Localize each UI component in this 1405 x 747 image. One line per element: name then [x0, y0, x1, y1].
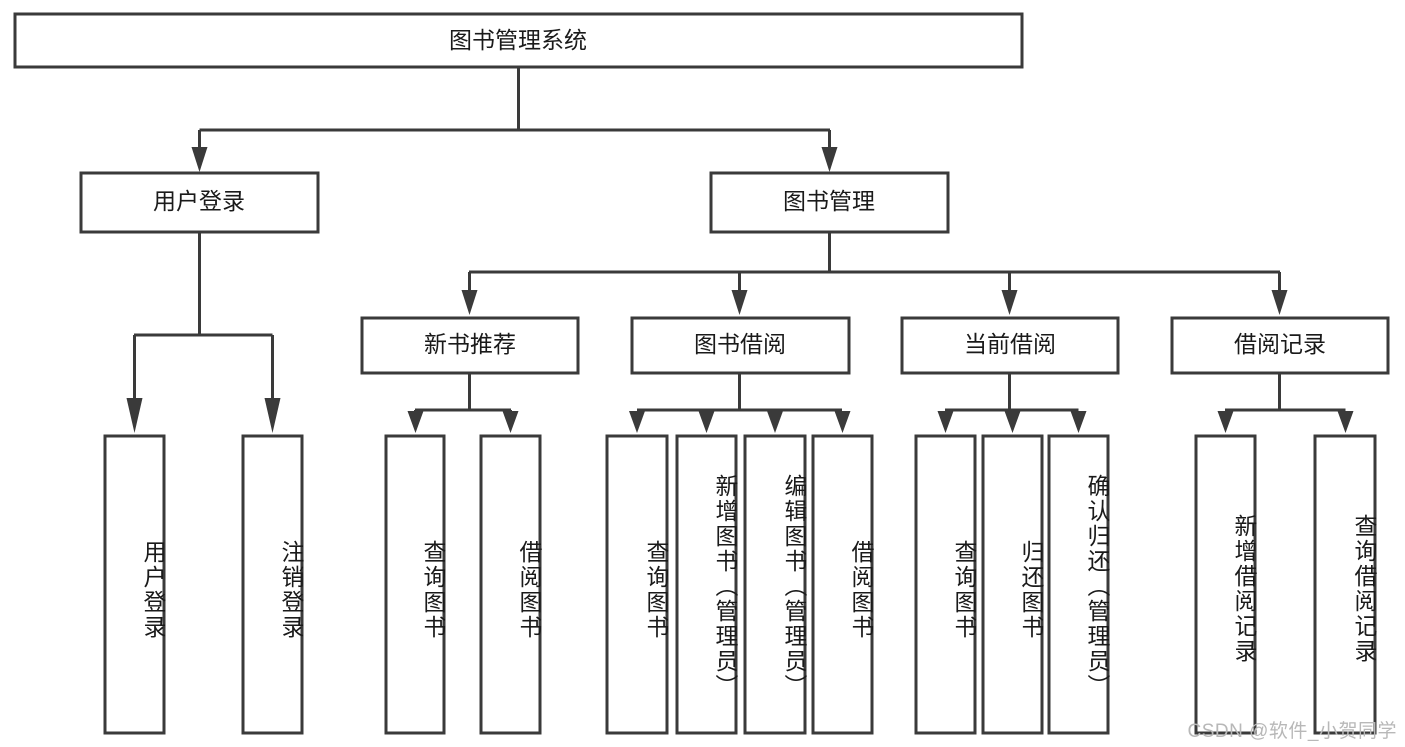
- node-current-borrow-label: 当前借阅: [964, 331, 1056, 357]
- arrowhead-leaf-5: [629, 411, 645, 433]
- node-user-login[interactable]: 用户登录: [79, 171, 320, 234]
- arrowhead-leaf-4: [502, 411, 519, 433]
- arrowhead-leaf-13: [1337, 411, 1354, 433]
- leaf-box-return-book[interactable]: [981, 434, 1044, 735]
- arrowhead-leaf-6: [698, 411, 715, 433]
- arrowhead-borrow: [731, 290, 748, 315]
- node-root-box[interactable]: [13, 12, 1024, 69]
- leaf-box-logout[interactable]: [241, 434, 304, 735]
- arrowhead-user-login: [191, 147, 208, 172]
- arrowhead-book-mgmt: [821, 147, 838, 172]
- node-book-borrow-box[interactable]: [630, 316, 851, 375]
- arrowhead-newbook: [461, 290, 478, 315]
- node-book-management[interactable]: 图书管理: [709, 171, 950, 234]
- leaf-box-edit-book-admin[interactable]: [743, 434, 807, 735]
- leaf-box-confirm-return-admin[interactable]: [1047, 434, 1110, 735]
- node-current-borrow-box[interactable]: [900, 316, 1120, 375]
- arrowhead-leaf-2: [264, 398, 281, 433]
- leaf-box-add-book-admin[interactable]: [675, 434, 738, 735]
- node-root[interactable]: 图书管理系统: [13, 12, 1024, 69]
- node-current-borrow[interactable]: 当前借阅: [900, 316, 1120, 375]
- node-borrow-record[interactable]: 借阅记录: [1170, 316, 1390, 375]
- connector-group-newbook-to-leaves: [407, 373, 519, 433]
- node-book-borrow[interactable]: 图书借阅: [630, 316, 851, 375]
- arrowhead-leaf-3: [407, 411, 424, 433]
- node-new-book-recommend[interactable]: 新书推荐: [360, 316, 580, 375]
- arrowhead-leaf-12: [1217, 411, 1234, 433]
- connector-group-record-to-leaves: [1217, 373, 1354, 433]
- node-root-label: 图书管理系统: [449, 27, 587, 53]
- connector-group-current-to-leaves: [937, 373, 1087, 433]
- connector-group-bookmgmt-to-level3: [461, 232, 1288, 315]
- node-book-management-box[interactable]: [709, 171, 950, 234]
- leaf-box-query-book-2[interactable]: [605, 434, 669, 735]
- node-new-book-recommend-label: 新书推荐: [424, 331, 516, 357]
- node-borrow-record-box[interactable]: [1170, 316, 1390, 375]
- node-book-management-label: 图书管理: [783, 188, 875, 214]
- connector-group-userlogin-to-leaves: [126, 232, 281, 433]
- arrowhead-leaf-8: [834, 411, 851, 433]
- leaf-box-borrow-book-1[interactable]: [479, 434, 542, 735]
- node-borrow-record-label: 借阅记录: [1234, 331, 1326, 357]
- node-book-borrow-label: 图书借阅: [694, 331, 786, 357]
- connector-group-root-to-level2: [191, 67, 838, 172]
- connector-group-borrow-to-leaves: [629, 373, 851, 433]
- arrowhead-leaf-11: [1070, 411, 1087, 433]
- leaf-box-query-borrow-record[interactable]: [1313, 434, 1377, 735]
- node-user-login-label: 用户登录: [153, 188, 245, 214]
- arrowhead-current: [1001, 290, 1018, 315]
- leaf-box-query-book-1[interactable]: [384, 434, 446, 735]
- arrowhead-leaf-10: [1004, 411, 1021, 433]
- leaf-box-user-login[interactable]: [103, 434, 166, 735]
- arrowhead-leaf-9: [937, 411, 954, 433]
- arrowhead-leaf-7: [767, 411, 783, 433]
- node-user-login-box[interactable]: [79, 171, 320, 234]
- csdn-watermark: CSDN @软件_小贺同学: [1187, 721, 1397, 742]
- leaf-box-group: [103, 434, 1377, 735]
- leaf-box-query-book-3[interactable]: [914, 434, 977, 735]
- leaf-box-add-borrow-record[interactable]: [1194, 434, 1257, 735]
- arrowhead-leaf-1: [126, 398, 143, 433]
- leaf-box-borrow-book-2[interactable]: [811, 434, 874, 735]
- arrowhead-record: [1271, 290, 1288, 315]
- node-new-book-recommend-box[interactable]: [360, 316, 580, 375]
